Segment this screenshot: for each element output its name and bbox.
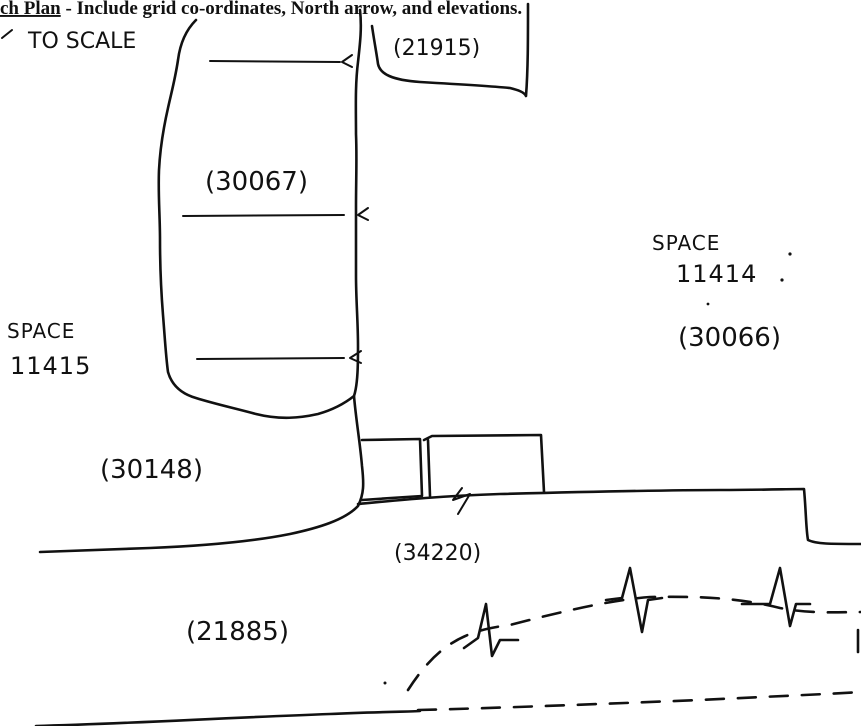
space-11414-dot-1 [788, 252, 792, 256]
context-30148-label: (30148) [100, 455, 203, 485]
context-30148-outline [38, 394, 365, 554]
context-34220-pointer [452, 487, 471, 515]
context-30067-outline [157, 8, 363, 420]
context-30067-label: (30067) [205, 167, 308, 197]
space-11414-dot-2 [780, 278, 784, 282]
space-11414-word: SPACE [652, 231, 720, 255]
plan-instruction: - Include grid co-ordinates, North arrow… [61, 0, 522, 19]
context-34220-structure [356, 433, 861, 546]
space-11414-number: 11414 [676, 260, 757, 288]
section-line-3 [196, 357, 345, 360]
section-arrow-1 [341, 54, 353, 68]
block-right [422, 433, 546, 494]
dashed-boundary-upper [406, 595, 861, 692]
space-11415-word: SPACE [7, 319, 75, 343]
bottom-boundary [34, 709, 422, 726]
break-symbol-2 [604, 566, 664, 634]
break-symbol-1 [462, 602, 520, 658]
scale-note-cropped-mark [1, 29, 13, 39]
scale-note: TO SCALE [27, 29, 136, 54]
context-34220-label: (34220) [394, 541, 481, 566]
context-21915-label: (21915) [393, 36, 480, 61]
block-divider [426, 438, 432, 498]
dashed-boundary-lower [416, 690, 861, 712]
section-line-2 [182, 214, 345, 217]
context-34220-baseline [356, 487, 861, 546]
section-lines [182, 54, 369, 364]
context-21885-label: (21885) [186, 617, 289, 647]
plan-title: ch Plan [0, 0, 61, 19]
context-21915-outline [370, 2, 530, 98]
space-11414-dot-3 [706, 302, 710, 306]
block-left [360, 437, 424, 502]
break-symbol-3 [740, 566, 812, 628]
section-arrow-3 [349, 350, 362, 364]
section-line-1 [209, 60, 341, 63]
stray-dot [383, 681, 387, 685]
context-30066-label: (30066) [678, 323, 781, 353]
space-11415-number: 11415 [10, 352, 91, 380]
section-arrow-2 [357, 207, 369, 221]
plan-header: ch Plan - Include grid co-ordinates, Nor… [0, 0, 522, 19]
